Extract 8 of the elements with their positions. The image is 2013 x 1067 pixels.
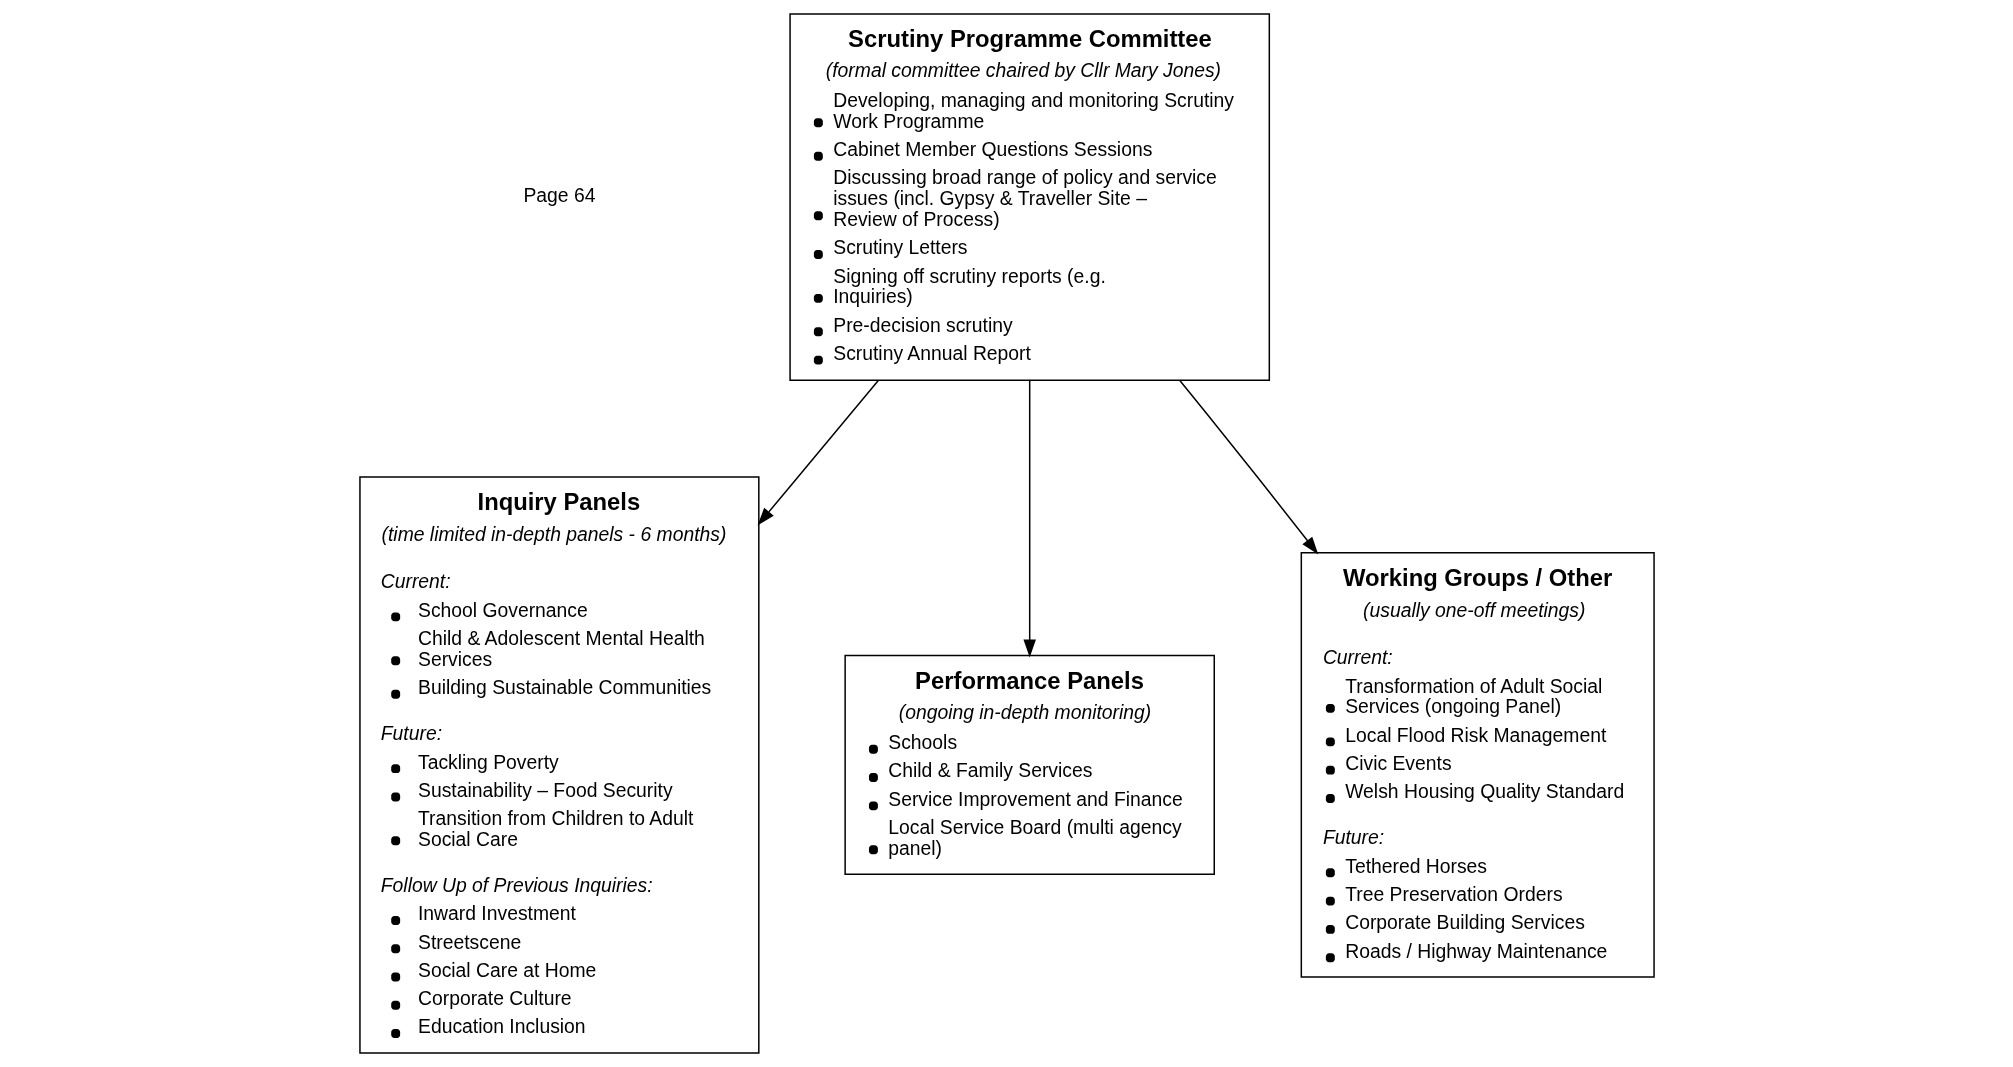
node-box: Working Groups / Other (usually one-off meetings) Current: Transformation of Adult Social Services (ongoing Panel) Local Flood Risk Management Civic Events Welsh Housing Quality Standard Future: Tethered Horses Tree Preservation Orders Corporate Building Services Roads / Highway Maintenance (1300, 552, 1655, 978)
node-box: Inquiry Panels (time limited in-depth panels - 6 months) Current: School Governance Child & Adolescent Mental Health Services Building Sustainable Communities Future: Tackling Poverty Sustainability – Food Security Transition from Children to Adult Social Care Follow Up of Previous Inquiries: Inward Investment Streetscene Social Care at Home Corporate Culture Education Inclusion (358, 476, 760, 1054)
label: Page 64 (522, 184, 595, 207)
node-box: Performance Panels (ongoing in-depth monitoring) Schools Child & Family Services Service Improvement and Finance Local Service Board (multi agency panel) (843, 654, 1215, 876)
arrow (757, 379, 879, 526)
arrow (1178, 379, 1318, 555)
node-box: Scrutiny Programme Committee (formal committee chaired by Cllr Mary Jones) Developing, managing and monitoring Scrutiny Work Programme Cabinet Member Questions Sessions Discussing broad range of policy and service issues (incl. Gypsy & Traveller Site – Review of Process) Scrutiny Letters Signing off scrutiny reports (e.g. Inquiries) Pre-decision scrutiny Scrutiny Annual Report (788, 13, 1270, 381)
arrow (1022, 379, 1036, 658)
